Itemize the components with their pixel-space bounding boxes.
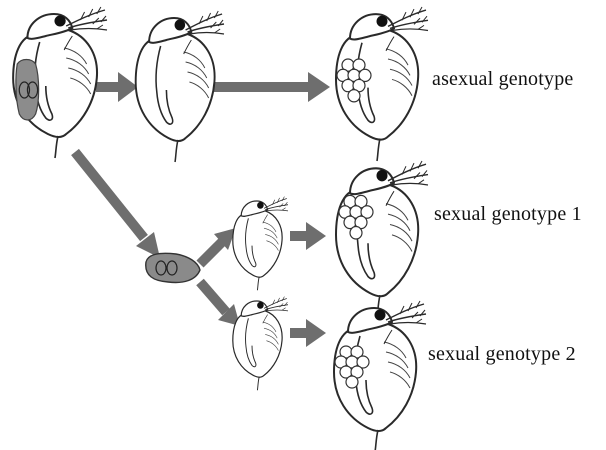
sexual-genotype-2-label: sexual genotype 2 (428, 343, 576, 366)
ephippium-icon (146, 253, 200, 282)
arrow-icon (96, 72, 138, 102)
arrow-icon (290, 319, 326, 347)
daphnia-icon (336, 7, 428, 161)
daphnia-icon (233, 297, 288, 391)
daphnia-icon (13, 7, 107, 158)
arrow-icon (214, 72, 330, 102)
arrow-icon (290, 222, 326, 250)
daphnia-icon (136, 11, 224, 162)
arrow-icon (200, 228, 236, 264)
daphnia-icon (334, 301, 426, 450)
asexual-genotype-label: asexual genotype (432, 68, 573, 91)
arrow-icon (75, 152, 160, 258)
daphnia-icon (336, 161, 428, 318)
daphnia-icon (233, 197, 288, 291)
sexual-genotype-1-label: sexual genotype 1 (434, 203, 582, 226)
arrow-icon (200, 282, 240, 326)
